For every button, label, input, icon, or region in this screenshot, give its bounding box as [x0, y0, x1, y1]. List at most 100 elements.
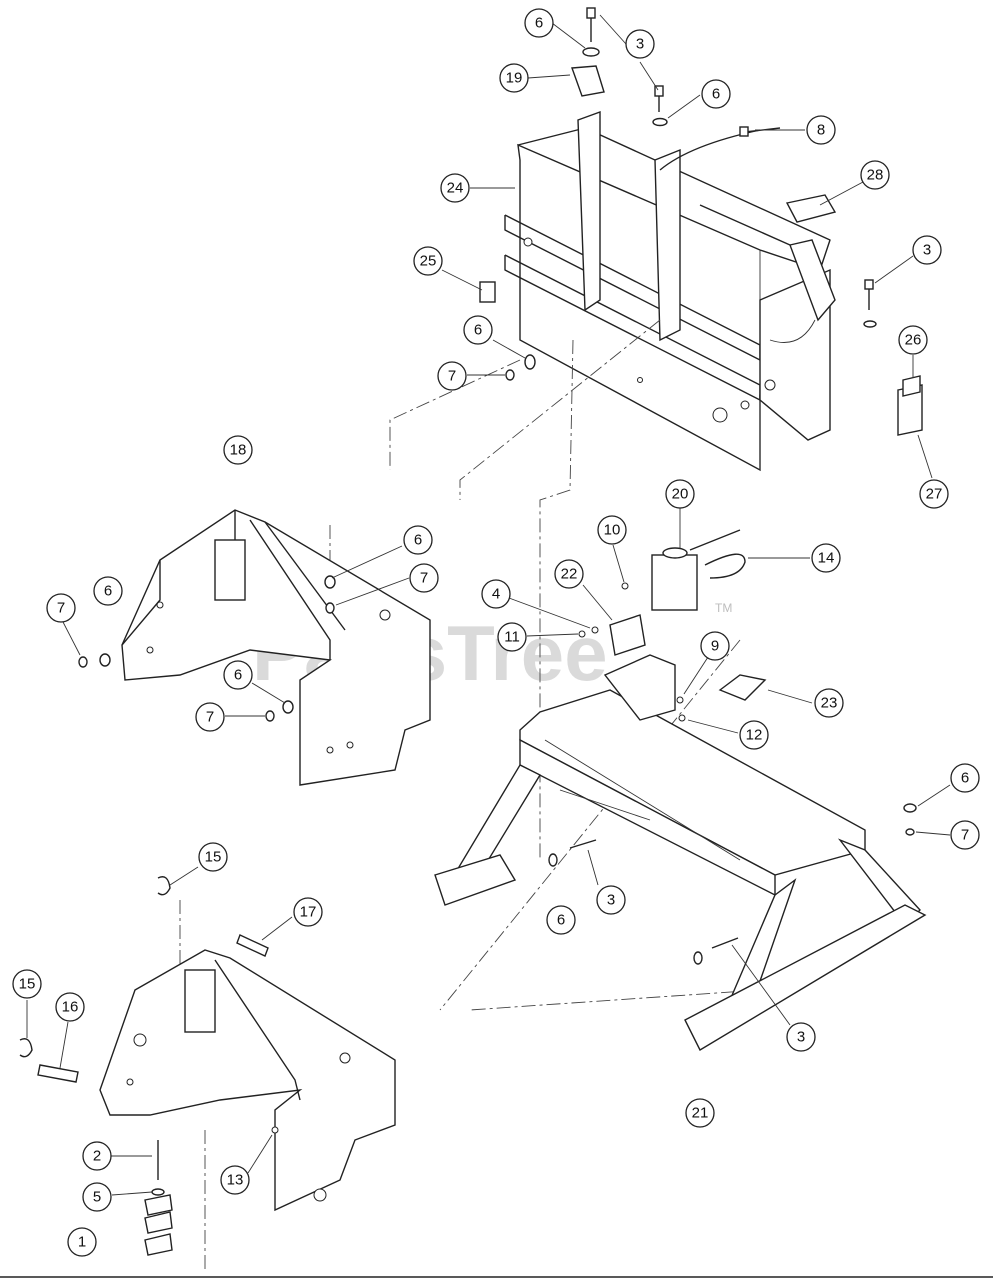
- callout-label: 17: [300, 904, 317, 921]
- bolt-3-head: [586, 7, 596, 19]
- callout-7: 7: [437, 361, 467, 391]
- callout-label: 28: [867, 167, 884, 184]
- leader: [639, 61, 659, 91]
- leader: [62, 621, 81, 656]
- beam-hole: [712, 407, 728, 423]
- washer-6h: [548, 853, 558, 867]
- callout-label: 5: [93, 1189, 101, 1206]
- leader-lines: [26, 14, 951, 1196]
- leader: [111, 1191, 153, 1196]
- leader: [582, 584, 613, 621]
- callout-label: 3: [797, 1029, 805, 1046]
- lower-foot-hole: [126, 1078, 134, 1086]
- callout-9: 9: [700, 631, 730, 661]
- callout-28: 28: [860, 160, 890, 190]
- clamp-plate: [144, 1211, 173, 1234]
- callout-15: 15: [12, 969, 42, 999]
- foot-plate-assembly: [78, 509, 431, 786]
- washer-6d: [99, 653, 111, 667]
- leader: [251, 682, 286, 704]
- callout-25: 25: [413, 246, 443, 276]
- foot-plate-hole: [379, 609, 391, 621]
- beam-hole: [740, 400, 750, 410]
- foot-plate-hole: [156, 601, 164, 609]
- callout-6: 6: [950, 763, 980, 793]
- callout-17: 17: [293, 897, 323, 927]
- foot-plate-hole: [146, 646, 154, 654]
- callout-label: 9: [711, 638, 719, 655]
- callout-22: 22: [554, 559, 584, 589]
- callout-1: 1: [67, 1227, 97, 1257]
- nut-7e: [905, 828, 915, 836]
- screw-4: [591, 626, 599, 634]
- assembly-line: [459, 319, 661, 500]
- clip-15a: [19, 1038, 33, 1058]
- bracket-19: [571, 65, 605, 97]
- callout-13: 13: [220, 1165, 250, 1195]
- callout-3: 3: [596, 885, 626, 915]
- foot-plate-bracket: [214, 539, 246, 601]
- nut-7d: [325, 602, 335, 614]
- valve-22: [609, 614, 646, 656]
- callout-3: 3: [786, 1022, 816, 1052]
- bolt-8-head: [739, 126, 749, 137]
- frame-line: [544, 739, 741, 861]
- callout-label: 20: [672, 486, 689, 503]
- leader: [687, 719, 739, 734]
- nut-13: [271, 1126, 279, 1134]
- leader: [667, 94, 701, 119]
- lower-foot-body: [99, 949, 396, 1212]
- leader: [612, 544, 625, 583]
- lower-foot-hole: [313, 1188, 327, 1202]
- callout-label: 23: [821, 695, 838, 712]
- callout-label: 15: [19, 976, 36, 993]
- callout-label: 7: [420, 570, 428, 587]
- foot-plate-edge: [121, 560, 161, 646]
- nut-7a: [505, 369, 515, 381]
- leader: [917, 784, 951, 807]
- callout-26: 26: [898, 325, 928, 355]
- screw-10: [621, 582, 629, 590]
- pin-16: [37, 1064, 79, 1083]
- callout-label: 6: [557, 912, 565, 929]
- decal-25: [479, 281, 496, 303]
- handle-23: [718, 674, 767, 701]
- cylinder-rod: [689, 529, 741, 551]
- hose-14: [704, 553, 746, 579]
- screw-11: [578, 630, 586, 638]
- callout-23: 23: [814, 688, 844, 718]
- beam-hole: [637, 377, 643, 383]
- washer-3c: [863, 320, 877, 328]
- washer-6b: [652, 117, 668, 127]
- foot-plate-gusset: [249, 519, 331, 660]
- lower-foot-bracket: [184, 969, 216, 1033]
- assembly-line: [439, 639, 741, 1011]
- lower-foot-hole: [339, 1052, 351, 1064]
- decal-26: [902, 375, 921, 397]
- beam-hole: [523, 237, 533, 247]
- leader: [169, 866, 199, 886]
- callout-7: 7: [195, 702, 225, 732]
- callout-10: 10: [597, 515, 627, 545]
- wedge-upright-left: [577, 111, 601, 312]
- callout-label: 25: [420, 253, 437, 270]
- beam-top-edge: [517, 127, 831, 271]
- assembly-line: [539, 339, 574, 860]
- assembly-line: [389, 359, 521, 470]
- callout-label: 13: [227, 1172, 244, 1189]
- callout-label: 27: [926, 486, 943, 503]
- bolt-3e: [711, 937, 739, 949]
- callout-label: 26: [905, 332, 922, 349]
- callout-4: 4: [481, 579, 511, 609]
- callout-11: 11: [497, 622, 527, 652]
- callout-label: 6: [104, 583, 112, 600]
- foot-plate-hole: [326, 746, 334, 754]
- foot-plate-hole: [346, 741, 354, 749]
- callout-5: 5: [82, 1182, 112, 1212]
- callout-label: 11: [504, 629, 520, 646]
- leader: [874, 255, 914, 284]
- callout-6: 6: [403, 525, 433, 555]
- beam-assembly: [504, 111, 836, 472]
- callout-label: 4: [492, 586, 500, 603]
